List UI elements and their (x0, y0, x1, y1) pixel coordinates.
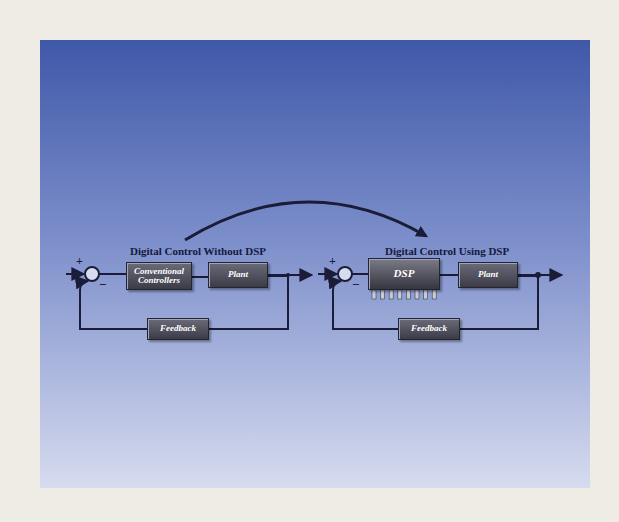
feedback-box: Feedback (398, 318, 460, 340)
chip-pin (381, 290, 385, 299)
transition-arrow (185, 202, 426, 240)
sign-label: + (76, 254, 83, 269)
box-text: Feedback (408, 324, 450, 333)
signal-line (440, 274, 458, 276)
box-text: DSP (391, 268, 418, 280)
box-text: Feedback (157, 324, 199, 333)
plant-box: Plant (208, 262, 268, 288)
sign-label: − (352, 277, 359, 293)
box-text: Plant (475, 270, 501, 279)
chip-pin (398, 290, 402, 299)
box-text: Conventional Controllers (127, 267, 191, 286)
diagram-title: Digital Control Without DSP (130, 245, 266, 257)
signal-wires (66, 267, 562, 329)
sign-label: + (329, 254, 336, 269)
chip-pin (389, 290, 393, 299)
controller-box: Conventional Controllers (126, 262, 192, 290)
dsp-chip: DSP (368, 258, 440, 290)
feedback-box: Feedback (147, 318, 209, 340)
background-panel (40, 40, 590, 488)
chip-pin (406, 290, 410, 299)
box-text: Plant (225, 270, 251, 279)
chip-pin (432, 290, 436, 299)
chip-pins (372, 290, 436, 299)
chip-pin (415, 290, 419, 299)
sign-label: − (99, 277, 106, 293)
diagram-title: Digital Control Using DSP (385, 245, 509, 257)
chip-pin (424, 290, 428, 299)
signal-line (192, 276, 208, 278)
plant-box: Plant (458, 262, 518, 288)
chip-pin (372, 290, 376, 299)
